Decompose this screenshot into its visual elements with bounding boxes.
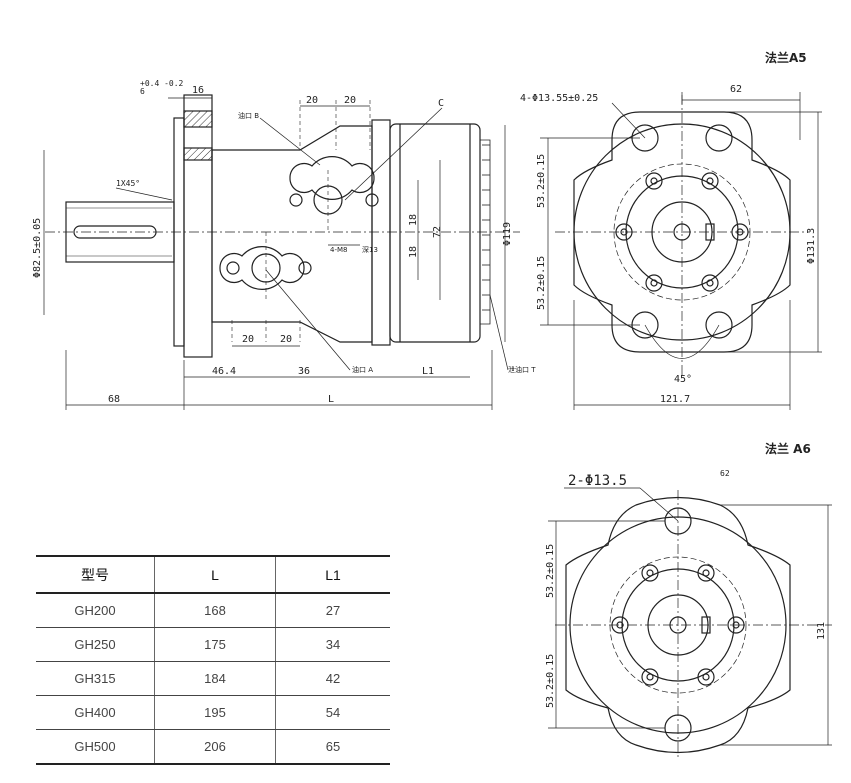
side-view — [43, 94, 520, 410]
chamfer-base-label: 6 — [140, 87, 145, 96]
a5-dim-131: Φ131.3 — [806, 228, 817, 264]
cell-l1: 27 — [275, 593, 390, 628]
col-l: L — [154, 555, 276, 594]
cell-model: GH315 — [36, 661, 155, 696]
table-row: GH500 206 65 — [36, 729, 390, 765]
cell-l: 175 — [154, 627, 276, 662]
thread-label: 4-M8 — [330, 246, 347, 254]
chamfer-tolerance-label: +0.4 -0.2 — [140, 79, 184, 88]
a5-dim-53-upper: 53.2±0.15 — [536, 154, 547, 208]
dim-20-c: 20 — [242, 334, 254, 345]
dim-46-4: 46.4 — [212, 366, 236, 377]
dim-18-b: 18 — [408, 246, 419, 258]
a5-shaft-center — [673, 223, 691, 241]
a5-dim-53-lower: 53.2±0.15 — [536, 256, 547, 310]
a6-dim-53-lower: 53.2±0.15 — [545, 654, 556, 708]
dim-l1: L1 — [422, 366, 434, 377]
dim-119: Φ119 — [502, 222, 513, 246]
shaft-keyway — [73, 225, 157, 239]
dim-shaft-dia: Φ82.5±0.05 — [32, 218, 43, 278]
a6-dim-53-upper: 53.2±0.15 — [545, 544, 556, 598]
a5-dim-121: 121.7 — [660, 394, 690, 405]
motor-body — [389, 123, 481, 343]
a6-shaft-center — [669, 616, 687, 634]
cell-model: GH250 — [36, 627, 155, 662]
a5-key — [705, 223, 715, 241]
drain-port-label: 泄油口 T — [508, 365, 536, 374]
port-a-label: 油口 A — [352, 365, 373, 374]
dim-20-b: 20 — [344, 95, 356, 106]
flange-a5-view — [540, 92, 822, 410]
cell-l: 184 — [154, 661, 276, 696]
a6-dimension-lines — [548, 487, 832, 746]
end-cover-ribs — [480, 139, 491, 325]
a5-mount-hole — [705, 311, 733, 339]
dim-36: 36 — [298, 366, 310, 377]
port-c-label: C — [438, 98, 444, 109]
a6-bolt-circle — [611, 564, 745, 686]
a5-dim-62: 62 — [730, 84, 742, 95]
cell-l1: 34 — [275, 627, 390, 662]
flange-a5-labels: 4-Φ13.55±0.25 62 53.2±0.15 53.2±0.15 Φ13… — [520, 84, 817, 405]
port-b-flange — [289, 156, 375, 200]
a5-mount-hole — [705, 124, 733, 152]
dim-16: 16 — [192, 85, 204, 96]
dim-20-a: 20 — [306, 95, 318, 106]
side-view-labels: +0.4 -0.2 6 16 1X45° Φ82.5±0.05 20 20 C … — [32, 79, 536, 405]
table-row: GH400 195 54 — [36, 695, 390, 730]
dim-72: 72 — [432, 226, 443, 238]
dim-l: L — [328, 394, 334, 405]
table-row: GH200 168 27 — [36, 593, 390, 628]
port-b-label: 油口 B — [238, 111, 259, 120]
flange-a6-view — [548, 487, 832, 760]
a5-holes-label: 4-Φ13.55±0.25 — [520, 93, 598, 104]
a5-angle-45: 45° — [674, 374, 692, 385]
cell-model: GH200 — [36, 593, 155, 628]
flange-a6-labels: 2-Φ13.5 62 53.2±0.15 53.2±0.15 131 — [545, 469, 827, 708]
a6-key — [701, 616, 711, 634]
table-row: GH315 184 42 — [36, 661, 390, 696]
port-a-flange — [219, 246, 305, 290]
dim-18-a: 18 — [408, 214, 419, 226]
flange-a6-title: 法兰 A6 — [765, 441, 811, 456]
cell-l: 206 — [154, 729, 276, 765]
a6-holes-label: 2-Φ13.5 — [568, 473, 627, 489]
thread-depth-label: 深13 — [362, 245, 378, 254]
a6-dim-62: 62 — [720, 469, 730, 478]
side-dimension-lines — [43, 97, 509, 410]
flange-a5-title: 法兰A5 — [765, 50, 807, 65]
cell-model: GH400 — [36, 695, 155, 730]
a6-outer-body — [569, 516, 787, 734]
cell-l1: 42 — [275, 661, 390, 696]
a6-dim-131: 131 — [816, 622, 827, 640]
cell-l: 168 — [154, 593, 276, 628]
spec-table: 型号 L L1 GH200 168 27 GH250 175 34 GH315 … — [36, 555, 390, 765]
a5-dimension-lines — [540, 92, 822, 410]
a5-shaft-bore — [651, 201, 713, 263]
table-row: GH250 175 34 — [36, 627, 390, 662]
valve-housing — [211, 125, 373, 343]
dim-chamfer: 1X45° — [116, 179, 140, 188]
cell-l: 195 — [154, 695, 276, 730]
a5-bolt-circle — [615, 172, 749, 292]
dim-68: 68 — [108, 394, 120, 405]
cell-l1: 54 — [275, 695, 390, 730]
cell-model: GH500 — [36, 729, 155, 765]
col-l1: L1 — [275, 555, 390, 594]
spec-table-header: 型号 L L1 — [36, 555, 390, 594]
dim-20-d: 20 — [280, 334, 292, 345]
col-model: 型号 — [36, 555, 155, 594]
a6-shaft-bore — [647, 594, 709, 656]
cell-l1: 65 — [275, 729, 390, 765]
